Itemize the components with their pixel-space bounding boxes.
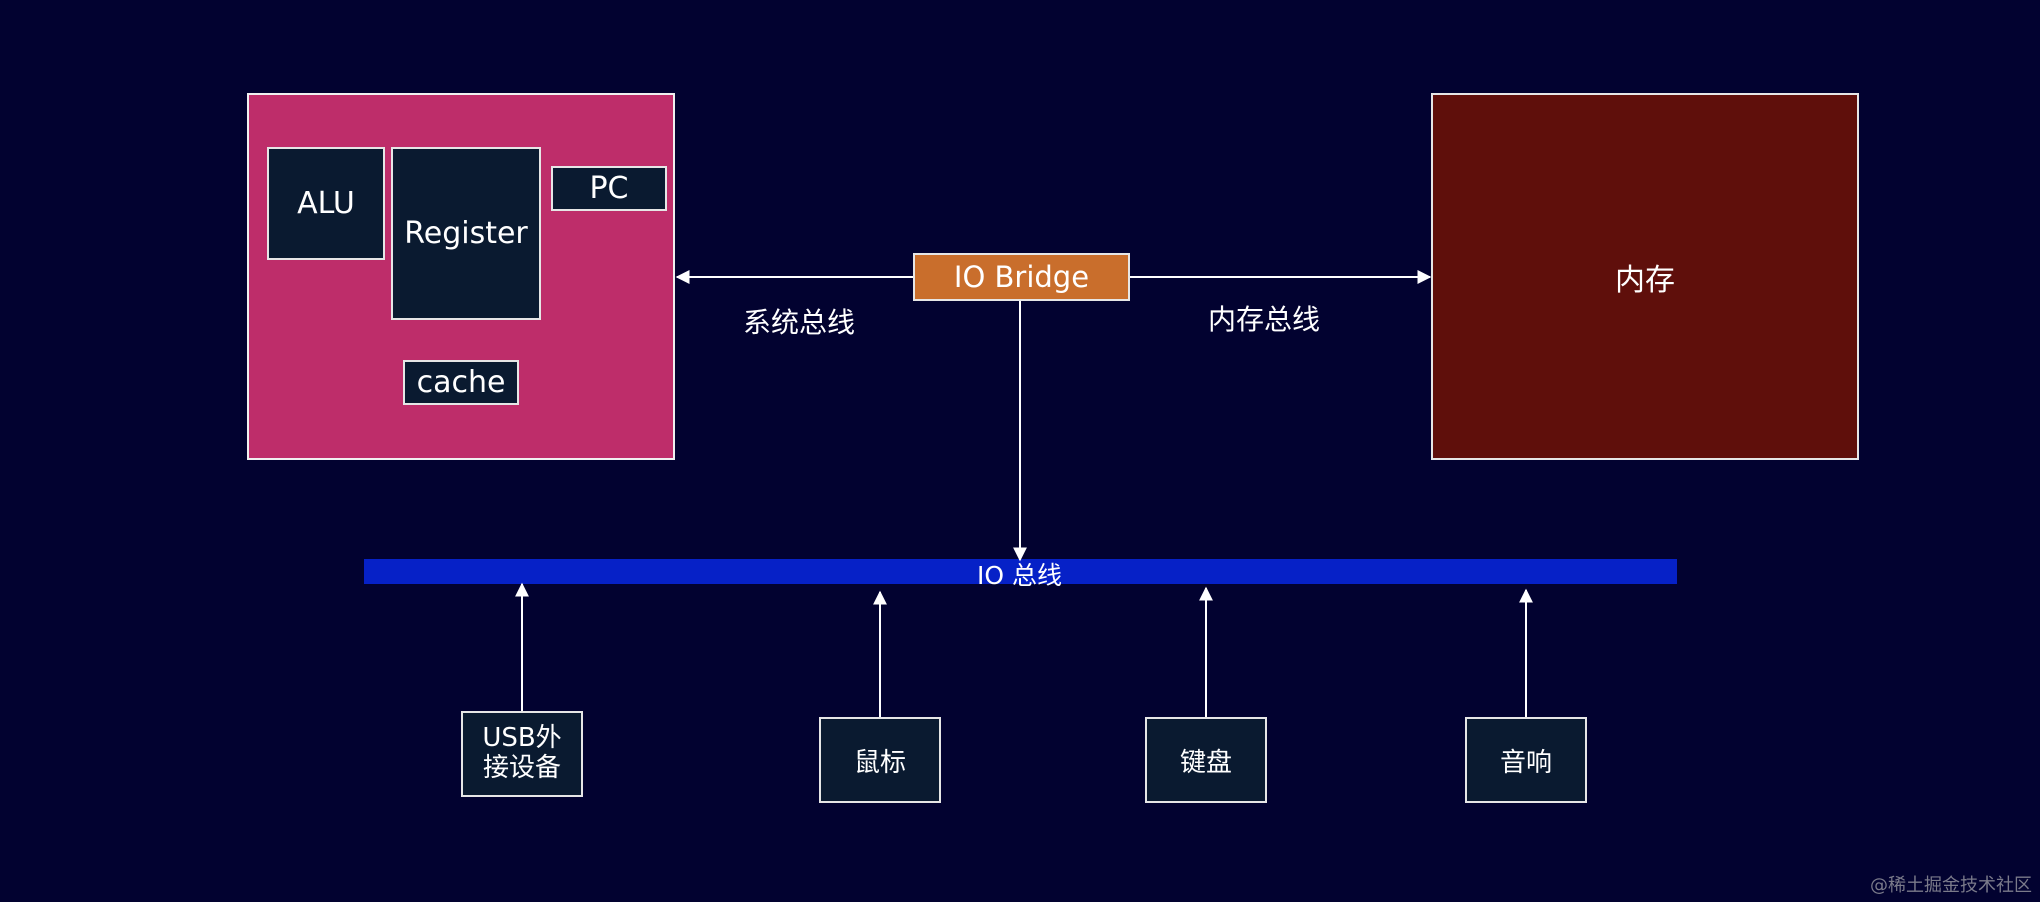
usb-device-box: USB外 接设备: [461, 711, 583, 797]
speaker-label: 音响: [1499, 747, 1552, 778]
pc-box: PC: [551, 166, 667, 211]
memory-label: 内存: [1615, 262, 1675, 298]
pc-label: PC: [589, 171, 629, 206]
system-bus-label: 系统总线: [743, 306, 856, 339]
mouse-box: 鼠标: [819, 717, 941, 803]
register-box: Register: [391, 147, 541, 320]
mouse-label: 鼠标: [853, 747, 906, 778]
io-bus-label: IO 总线: [977, 561, 1062, 590]
register-label: Register: [404, 216, 528, 251]
usb-device-label: USB外 接设备: [482, 723, 562, 783]
io-bus: [364, 559, 1677, 584]
cache-label: cache: [416, 365, 506, 400]
io-bridge-label: IO Bridge: [953, 260, 1090, 294]
alu-label: ALU: [297, 186, 355, 221]
memory-block: 内存: [1431, 93, 1859, 460]
memory-bus-label: 内存总线: [1208, 303, 1321, 336]
keyboard-box: 键盘: [1145, 717, 1267, 803]
watermark: @稀土掘金技术社区: [1870, 875, 2032, 896]
io-bridge-box: IO Bridge: [913, 253, 1130, 301]
speaker-box: 音响: [1465, 717, 1587, 803]
alu-box: ALU: [267, 147, 385, 260]
cache-box: cache: [403, 360, 519, 405]
keyboard-label: 键盘: [1179, 747, 1232, 778]
